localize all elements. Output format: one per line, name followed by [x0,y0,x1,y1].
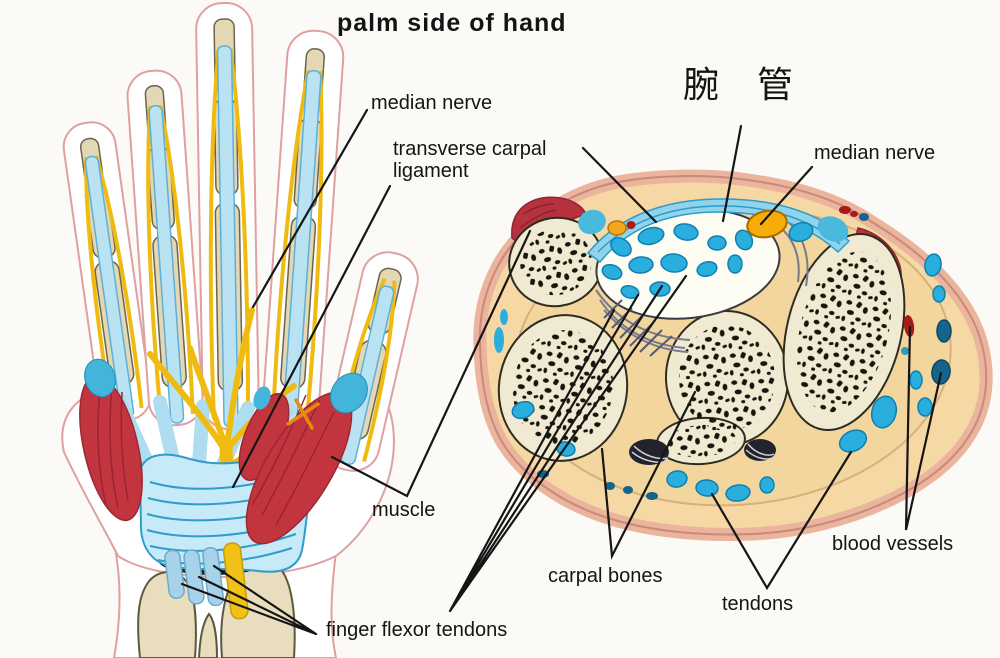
leader-hand-median-nerve [251,108,369,309]
leader-tendons [710,450,853,591]
leader-tcl-right [581,146,658,224]
label-tcl-line2: ligament [393,160,469,182]
tendon-blue-labeled [695,479,719,497]
leader-muscle [330,229,532,498]
carpal-tunnel [578,198,851,357]
leader-fft-hand [180,564,318,636]
leader-fft-cross-section [448,274,688,613]
leader-carpal-tunnel-cn [721,124,743,223]
leader-cs-median-nerve [759,165,814,226]
thenar-cyan-cap [330,372,368,414]
hypothenar-cyan-cap [84,358,116,398]
label-tcl-line1: transverse carpal [393,138,547,160]
label-hand-median-nerve: median nerve [371,92,493,114]
cs-vessels [494,206,952,502]
hand-muscles [79,358,368,545]
nerve-twig-on-muscle [286,398,320,430]
cross-section-illustration [473,169,993,541]
tunnel-flexor-tendons [601,221,814,299]
vessel-red-labeled [903,315,915,337]
leader-lines [180,108,943,636]
label-cs-median-nerve: median nerve [814,142,936,164]
carpal-tunnel-cn-title: 腕 管 [683,64,808,105]
leader-tcl-left [231,184,392,489]
carpal-bones-group [497,216,906,466]
interosseous-tissue [629,439,776,465]
hand-illustration [61,2,419,658]
label-carpal-bones: carpal bones [548,565,663,587]
finger-pinky [62,121,152,422]
page-title: palm side of hand [337,9,567,37]
label-transverse-carpal-ligament: transverse carpal ligament [393,138,546,182]
cs-median-nerve-blob [746,209,788,239]
label-finger-flexor-tendons: finger flexor tendons [326,619,508,641]
leader-blood-vessels [904,325,943,531]
leader-carpal-bones [600,390,697,560]
label-blood-vessels: blood vessels [832,533,954,555]
label-muscle: muscle [372,499,436,521]
finger-middle [195,2,260,431]
label-tendons: tendons [722,593,794,615]
finger-index [262,29,345,428]
finger-ring [126,69,204,427]
